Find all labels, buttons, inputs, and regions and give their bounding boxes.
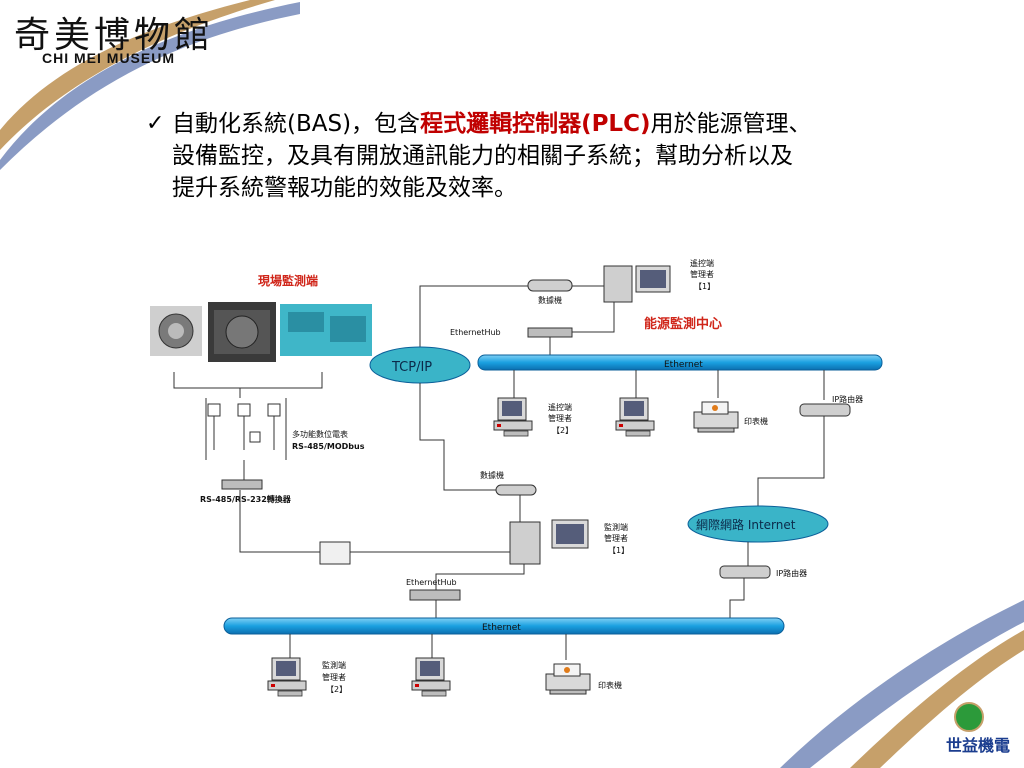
bullet-text: 用於能源管理、: [650, 111, 812, 137]
monitor-mgr1-label-3: 【1】: [608, 546, 629, 555]
bullet-line-2: 設備監控，及具有開放通訊能力的相關子系統；幫助分析以及: [172, 143, 793, 169]
workstation-top-icon: [615, 397, 655, 437]
hub-bottom-label: EthernetHub: [406, 578, 457, 587]
monitor-mgr2-label-3: 【2】: [326, 685, 347, 694]
workstation-bottom-icon: [411, 657, 451, 697]
ethernet-bottom-label: Ethernet: [482, 623, 521, 633]
remote-pc-2-icon: [493, 397, 533, 437]
field-monitor-title: 現場監測端: [258, 273, 318, 288]
printer-top-icon: [693, 401, 739, 433]
internet-label: 網際網路 Internet: [696, 517, 796, 532]
modem-mid-icon: [495, 484, 537, 496]
remote-mgr2-label-3: 【2】: [552, 426, 573, 435]
energy-center-title: 能源監測中心: [644, 316, 722, 332]
modem-mid-label: 數據機: [480, 470, 504, 480]
monitor-pc-2-icon: [267, 657, 307, 697]
server-top-icon: [603, 265, 671, 303]
printer-bottom-label: 印表機: [598, 680, 622, 690]
sti-logo-icon: [954, 702, 984, 732]
modem-top-icon: [527, 279, 573, 292]
footer-swoosh: [780, 600, 1024, 768]
tcpip-label: TCP/IP: [391, 360, 432, 375]
ethernet-bottom-bus: [223, 617, 785, 635]
hub-top-label: EthernetHub: [450, 328, 501, 337]
power-meter-wiring: [205, 398, 287, 460]
meter-label-2: RS-485/MODbus: [292, 442, 365, 451]
remote-mgr1-label-2: 管理者: [690, 269, 714, 279]
chiller-photo: [208, 302, 276, 362]
router-bottom-icon: [719, 565, 771, 579]
monitor-mgr2-label-2: 管理者: [322, 672, 346, 682]
ethernet-hub-top-icon: [527, 327, 573, 338]
remote-mgr1-label-3: 【1】: [694, 282, 715, 291]
remote-mgr2-label-2: 管理者: [548, 413, 572, 423]
printer-top-label: 印表機: [744, 416, 768, 426]
modem-top-label: 數據機: [538, 295, 562, 305]
printer-bottom-icon: [545, 663, 591, 695]
ethernet-top-bus: [477, 354, 883, 371]
monitor-mgr1-label-1: 監測端: [604, 522, 628, 532]
remote-mgr2-label-1: 遙控端: [548, 402, 572, 412]
router-bottom-label: IP路由器: [776, 568, 807, 578]
router-top-icon: [799, 403, 851, 417]
checkmark-icon: ✓: [146, 111, 165, 136]
monitor-server-icon: [509, 519, 589, 565]
bullet-line-1: 自動化系統(BAS)，包含程式邏輯控制器(PLC)用於能源管理、: [172, 108, 811, 140]
footer-brand: 世益機電: [945, 736, 1010, 755]
monitor-mgr2-label-1: 監測端: [322, 660, 346, 670]
meter-label-1: 多功能數位電表: [292, 429, 348, 439]
converter-label: RS-485/RS-232轉換器: [200, 494, 292, 504]
remote-mgr1-label-1: 遙控端: [690, 258, 714, 268]
bullet-line-3: 提升系統警報功能的效能及效率。: [172, 175, 517, 201]
rs485-converter-icon: [221, 479, 263, 490]
museum-logo-english: CHI MEI MUSEUM: [42, 50, 175, 66]
cooling-tower-photo: [280, 304, 372, 356]
monitor-mgr1-label-2: 管理者: [604, 533, 628, 543]
plc-meter-icon: [319, 541, 351, 565]
generator-photo: [150, 306, 202, 356]
museum-logo-chinese: 奇美博物館: [14, 15, 215, 56]
ethernet-top-label: Ethernet: [664, 360, 703, 370]
bullet-text: 自動化系統(BAS)，包含: [172, 111, 421, 137]
header-swoosh: [0, 0, 300, 170]
internet-cloud: [687, 505, 829, 543]
router-top-label: IP路由器: [832, 394, 863, 404]
plc-highlight: 程式邏輯控制器(PLC): [420, 111, 651, 137]
ethernet-hub-bottom-icon: [409, 589, 461, 601]
